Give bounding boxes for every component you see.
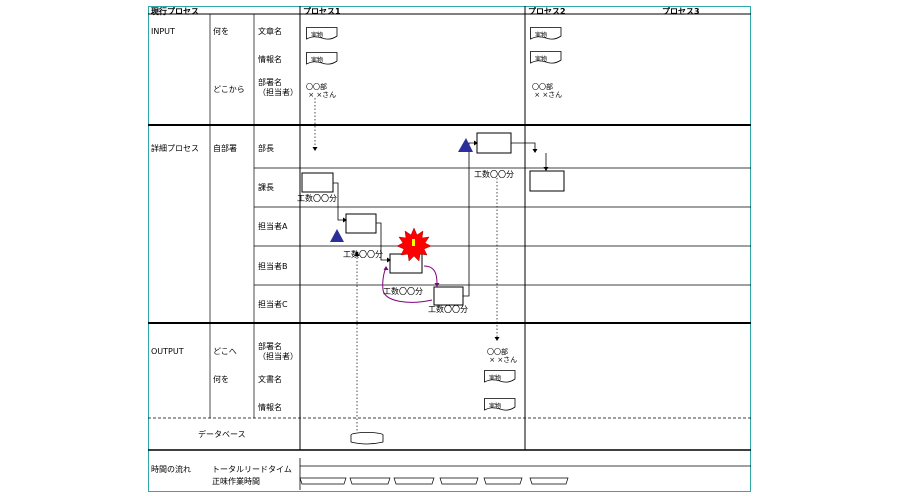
output-section-label: OUTPUT [151,347,184,356]
role-manager: 部長 [258,144,274,153]
output-dept: 〇〇部 × ×さん [487,348,518,364]
input-doc-p1-2: 実物 [306,52,338,66]
effort-label-staff-b: 工数〇〇分 [383,287,423,296]
issue-triangle-2 [330,229,344,242]
header-current-process: 現行プロセス [151,7,199,16]
header-process-2: プロセス2 [528,7,566,16]
role-staff-b: 担当者B [258,262,288,271]
input-doc-p2-1: 実物 [530,27,562,41]
input-row-document: 文章名 [258,27,282,36]
role-staff-a: 担当者A [258,222,288,231]
input-row-info: 情報名 [258,55,282,64]
output-row-dept: 部署名 （担当者） [258,342,298,361]
lead-time-label: トータルリードタイム [212,465,292,474]
issue-triangle-1 [458,138,473,152]
input-dept-p2: 〇〇部 × ×さん [532,83,563,99]
own-dept-label: 自部署 [213,144,237,153]
output-doc-1: 実物 [484,370,516,384]
input-row-dept: 部署名 （担当者） [258,78,298,97]
output-row-info: 情報名 [258,403,282,412]
effort-label-chief: 工数〇〇分 [297,194,337,203]
output-what-label: 何を [213,375,229,384]
effort-label-manager: 工数〇〇分 [474,170,514,179]
database-label: データベース [198,430,246,439]
role-section-chief: 課長 [258,183,274,192]
input-dept-p1: 〇〇部 × ×さん [306,83,337,99]
output-row-document: 文書名 [258,375,282,384]
effort-label-staff-a: 工数〇〇分 [343,250,383,259]
input-doc-p2-2: 実物 [530,51,562,65]
output-doc-2: 実物 [484,398,516,412]
output-to-label: どこへ [213,347,237,356]
timeline-label: 時間の流れ [151,465,191,474]
role-staff-c: 担当者C [258,300,288,309]
work-time-label: 正味作業時間 [212,477,260,486]
input-from-label: どこから [213,85,245,94]
effort-label-staff-c: 工数〇〇分 [428,305,468,314]
header-process-3: プロセス3 [662,7,700,16]
input-doc-p1-1: 実物 [306,27,338,41]
header-process-1: プロセス1 [303,7,341,16]
process-frame [148,6,751,492]
input-section-label: INPUT [151,27,175,36]
detail-section-label: 詳細プロセス [151,144,199,153]
input-what-label: 何を [213,27,229,36]
